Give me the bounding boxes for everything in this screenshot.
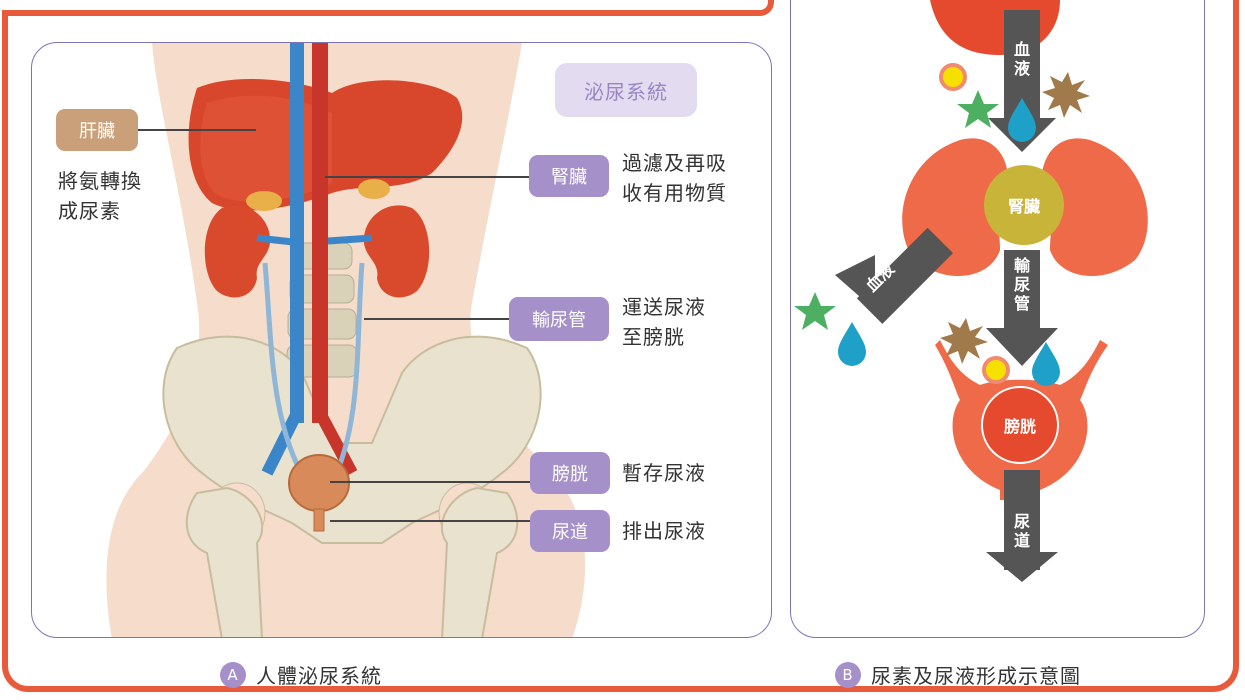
urethra-label: 尿道 xyxy=(530,510,610,552)
bladder-node-label: 膀胱 xyxy=(982,387,1058,463)
ureter-desc-line-1: 運送尿液 xyxy=(622,292,706,322)
ureter-leader-line xyxy=(364,318,509,320)
ureter-desc-line-2: 至膀胱 xyxy=(622,322,706,352)
ureter-description: 運送尿液 至膀胱 xyxy=(622,292,706,352)
caption-a-marker: A xyxy=(220,662,246,688)
caption-a: A 人體泌尿系統 xyxy=(220,660,382,689)
caption-a-text: 人體泌尿系統 xyxy=(256,660,382,689)
kidney-leader-line xyxy=(325,176,530,178)
bladder-description: 暫存尿液 xyxy=(622,458,706,488)
liver-desc-line-2: 成尿素 xyxy=(58,196,142,226)
liver-desc-line-1: 將氨轉換 xyxy=(58,166,142,196)
top-frame-strip xyxy=(2,0,774,16)
liver-leader-line xyxy=(138,129,256,131)
liver-label: 肝臟 xyxy=(56,109,138,151)
caption-b-text: 尿素及尿液形成示意圖 xyxy=(871,660,1081,689)
urethra-leader-line xyxy=(330,520,530,522)
blood-arrow-label: 血液 xyxy=(1012,40,1032,78)
ureter-label: 輸尿管 xyxy=(509,297,609,341)
urinary-system-title: 泌尿系統 xyxy=(555,63,697,117)
kidney-description: 過濾及再吸 收有用物質 xyxy=(622,148,727,208)
urethra-description: 排出尿液 xyxy=(622,516,706,546)
kidney-desc-line-1: 過濾及再吸 xyxy=(622,148,727,178)
bladder-leader-line xyxy=(330,481,530,483)
kidney-label: 腎臟 xyxy=(529,155,609,197)
caption-b: B 尿素及尿液形成示意圖 xyxy=(835,660,1081,689)
bladder-label: 膀胱 xyxy=(530,452,610,494)
caption-b-marker: B xyxy=(835,662,861,688)
urethra-arrow-label: 尿道 xyxy=(1012,512,1032,550)
liver-description: 將氨轉換 成尿素 xyxy=(58,166,142,226)
kidney-node-label: 腎臟 xyxy=(984,165,1064,245)
urine-formation-panel xyxy=(790,0,1205,638)
ureter-arrow-label: 輸尿管 xyxy=(1012,256,1032,313)
kidney-desc-line-2: 收有用物質 xyxy=(622,178,727,208)
